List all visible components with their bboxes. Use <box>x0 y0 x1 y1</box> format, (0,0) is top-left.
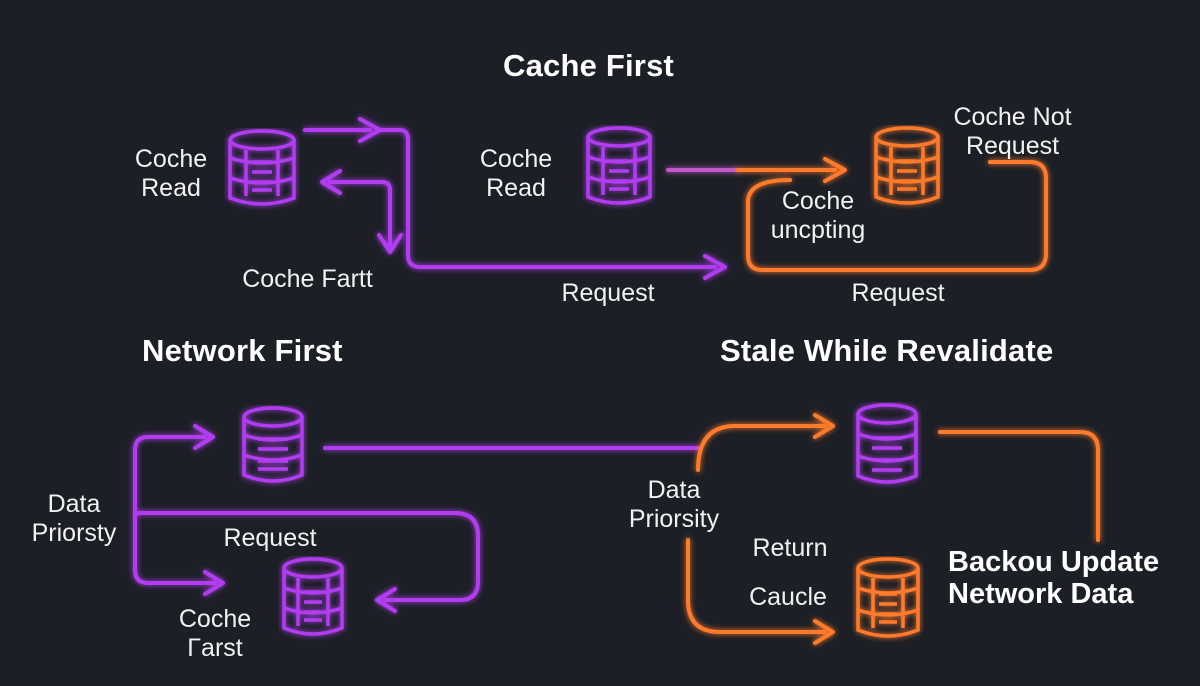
cf-update-loop <box>746 160 1048 272</box>
nf-priority-label: Data Priorsty <box>31 490 117 547</box>
nf-request-loop <box>133 511 480 602</box>
nf-cache-label: Coche Γarst <box>178 605 252 662</box>
database-icon <box>856 403 918 484</box>
cf-return-arrow <box>328 180 392 247</box>
database-icon <box>586 126 652 205</box>
nf-request-loop-head <box>375 587 397 613</box>
cf-orange-link-head <box>823 157 847 183</box>
cache-first-title: Cache First <box>503 48 675 83</box>
cf-updating-label: Coche uncpting <box>770 187 866 244</box>
network-first-title: Network First <box>142 333 343 368</box>
stale-while-revalidate-title: Stale While Revalidate <box>720 333 1054 368</box>
nf-branch-down-head <box>203 570 225 596</box>
swr-cache-label: Caucle <box>749 583 827 611</box>
cf-middle-label: Coche Read <box>479 145 553 202</box>
nf-branch-up-head <box>193 424 215 450</box>
swr-branch-down-head <box>813 619 835 645</box>
swr-branch-up <box>696 424 827 472</box>
database-icon <box>282 557 344 636</box>
cf-not-request-label: Coche Not Request <box>953 103 1072 160</box>
cf-route-to-request-head <box>703 254 727 280</box>
cf-route-to-request <box>378 128 717 269</box>
swr-background-label: Backou Update Network Data <box>948 546 1160 610</box>
database-icon <box>856 557 920 638</box>
database-icon <box>874 126 940 205</box>
cf-down-arrow-head <box>377 233 403 254</box>
cf-request-label: Request <box>561 279 655 307</box>
cf-request-label-b: Request <box>851 279 945 307</box>
cf-fallback-label: Coche Fartt <box>242 265 373 293</box>
swr-revalidate-line <box>938 430 1100 542</box>
nf-request-label: Request <box>223 524 317 552</box>
swr-priority-label: Data Priorsity <box>628 476 720 533</box>
database-icon <box>242 406 304 483</box>
swr-branch-up-head <box>813 413 835 439</box>
nf-branch-up <box>133 435 207 515</box>
swr-branch-down <box>686 538 827 634</box>
nf-branch-down <box>133 511 217 585</box>
database-icon <box>228 129 296 206</box>
swr-return-label: Return <box>752 534 828 562</box>
cf-left-label: Coche Read <box>134 145 208 202</box>
cf-return-arrow-head <box>320 169 342 195</box>
